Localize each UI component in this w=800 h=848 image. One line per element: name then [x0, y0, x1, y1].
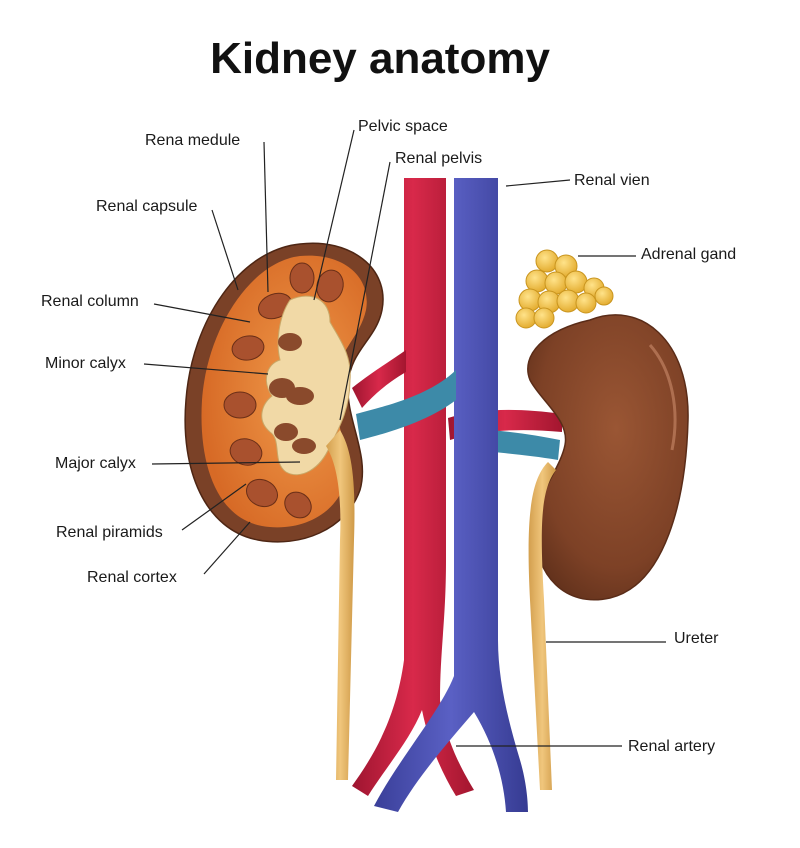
- label-adrenal-gand: Adrenal gand: [641, 246, 736, 263]
- label-renal-artery: Renal artery: [628, 738, 715, 755]
- leader-renal-vien: [506, 180, 570, 186]
- label-ureter: Ureter: [674, 630, 719, 647]
- label-rena-medule: Rena medule: [145, 132, 240, 149]
- label-renal-pelvis: Renal pelvis: [395, 150, 482, 167]
- leader-renal-cortex: [204, 522, 250, 574]
- label-renal-capsule: Renal capsule: [96, 198, 198, 215]
- label-renal-vien: Renal vien: [574, 172, 650, 189]
- left-renal-artery-branch: [352, 350, 406, 408]
- right-renal-vein-branch: [490, 430, 560, 460]
- label-major-calyx: Major calyx: [55, 455, 136, 472]
- label-pelvic-space: Pelvic space: [358, 118, 448, 135]
- adrenal-gland: [516, 250, 613, 328]
- label-renal-cortex: Renal cortex: [87, 569, 177, 586]
- label-renal-piramids: Renal piramids: [56, 524, 163, 541]
- leader-renal-capsule: [212, 210, 238, 290]
- label-renal-column: Renal column: [41, 293, 139, 310]
- label-minor-calyx: Minor calyx: [45, 355, 126, 372]
